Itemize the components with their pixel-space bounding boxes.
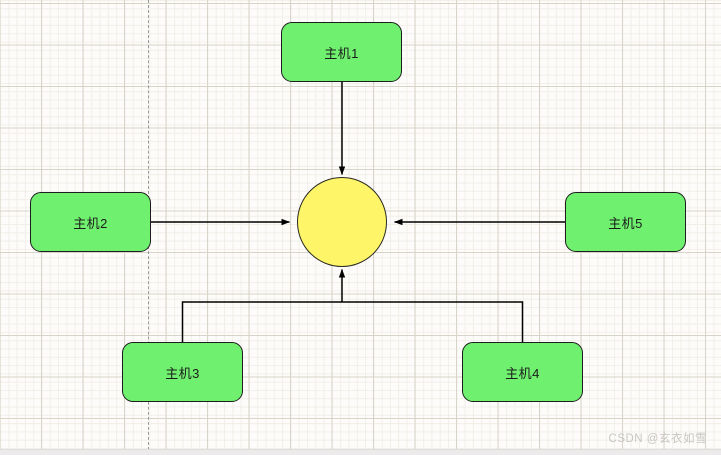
edge-host4-to-hub	[342, 301, 524, 342]
node-host1-label: 主机1	[324, 45, 359, 61]
node-host2[interactable]: 主机2	[30, 192, 151, 252]
edge-host3-to-hub	[181, 301, 342, 342]
node-host4[interactable]: 主机4	[462, 342, 583, 402]
node-host5[interactable]: 主机5	[565, 192, 686, 252]
node-host5-label: 主机5	[608, 215, 643, 231]
csdn-watermark: CSDN @玄衣如雪	[608, 433, 707, 445]
node-host2-label: 主机2	[73, 215, 108, 231]
node-hub[interactable]	[297, 177, 387, 267]
node-host3[interactable]: 主机3	[122, 342, 243, 402]
node-host4-label: 主机4	[505, 365, 540, 381]
node-host3-label: 主机3	[165, 365, 200, 381]
footer-strip	[0, 449, 721, 455]
node-host1[interactable]: 主机1	[281, 22, 402, 82]
